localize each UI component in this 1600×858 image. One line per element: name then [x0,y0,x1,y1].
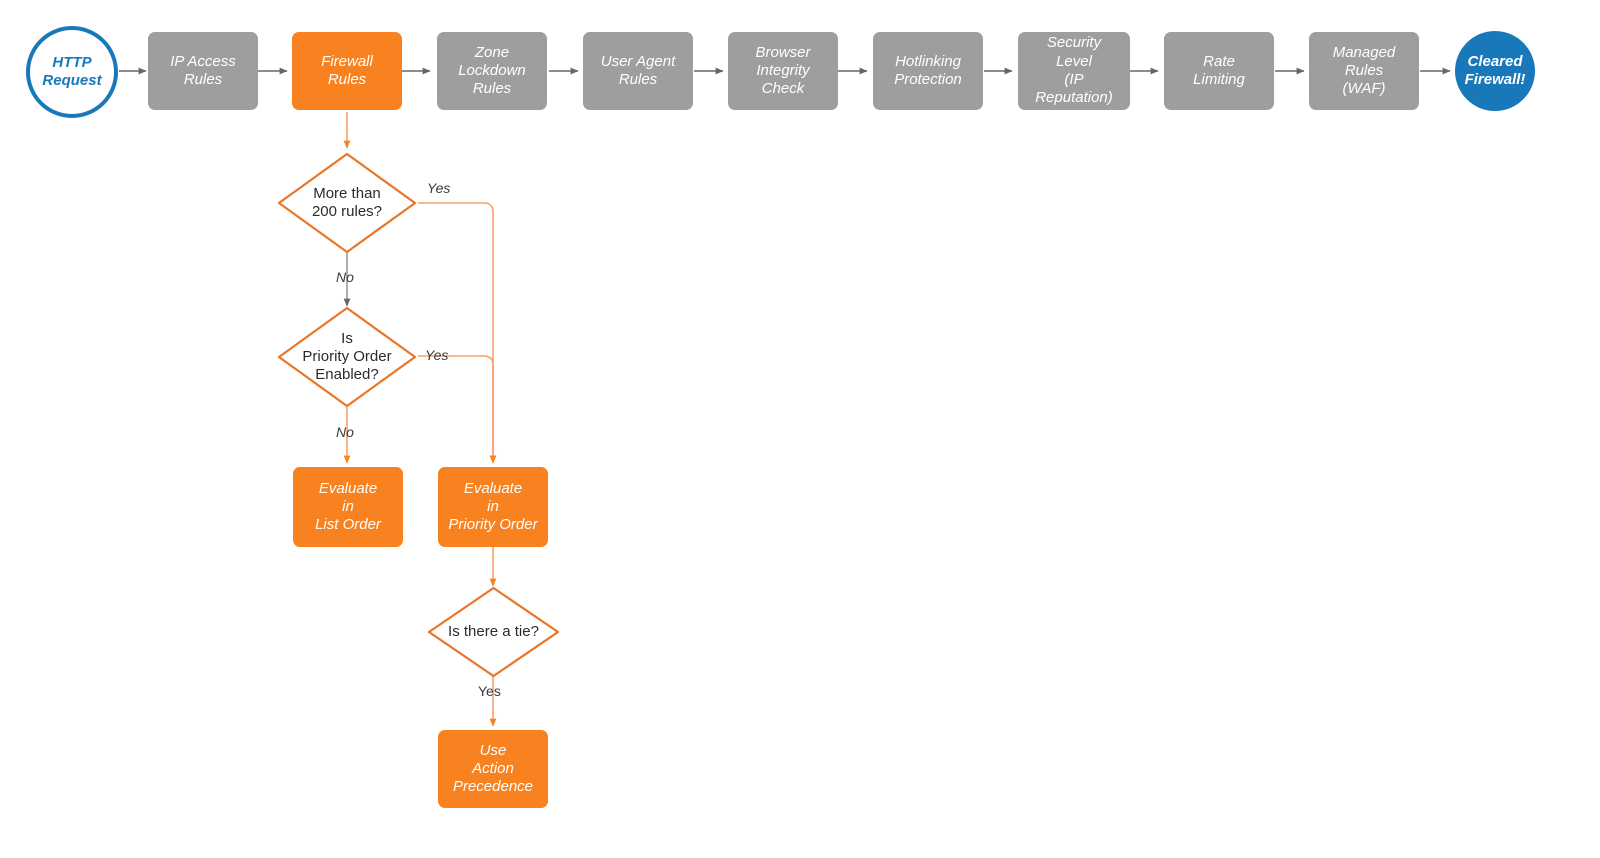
node-user-agent-rules[interactable]: User Agent Rules [583,32,693,110]
node-hotlinking-protection-label: Hotlinking Protection [894,52,962,88]
node-ip-access-rules[interactable]: IP Access Rules [148,32,258,110]
node-rate-limiting-label: Rate Limiting [1193,52,1245,88]
edge-label-more-than-200-yes: Yes [427,180,451,196]
node-hotlinking-protection[interactable]: Hotlinking Protection [873,32,983,110]
node-security-level[interactable]: Security Level (IP Reputation) [1018,32,1130,110]
diamond-outline-icon [427,586,560,678]
node-use-action-precedence-label: Use Action Precedence [452,741,534,796]
node-browser-integrity-check-label: Browser Integrity Check [755,43,811,98]
node-decision-more-than-200-rules[interactable]: More than 200 rules? [277,152,417,254]
node-evaluate-in-list-order-label: Evaluate in List Order [315,479,381,534]
node-ip-access-rules-label: IP Access Rules [170,52,236,88]
diamond-outline-icon [277,152,417,254]
node-evaluate-in-list-order[interactable]: Evaluate in List Order [293,467,403,547]
node-http-request-label: HTTP Request [42,53,102,89]
node-decision-is-there-a-tie-label: Is there a tie? [448,622,539,640]
edge-more-than-200-yes [418,202,497,464]
node-firewall-rules[interactable]: Firewall Rules [292,32,402,110]
node-rate-limiting[interactable]: Rate Limiting [1164,32,1274,110]
node-managed-rules-waf-label: Managed Rules (WAF) [1332,43,1396,98]
node-decision-priority-order-enabled[interactable]: Is Priority Order Enabled? [277,306,417,408]
node-decision-priority-order-enabled-label: Is Priority Order Enabled? [302,329,392,384]
node-cleared-firewall[interactable]: Cleared Firewall! [1455,31,1535,111]
edge-label-more-than-200-no: No [336,269,354,285]
edge-label-tie-yes: Yes [478,683,501,699]
node-evaluate-in-priority-order-label: Evaluate in Priority Order [448,479,538,534]
node-zone-lockdown-rules-label: Zone Lockdown Rules [458,43,526,98]
diamond-outline-icon [277,306,417,408]
node-cleared-firewall-label: Cleared Firewall! [1464,52,1526,88]
node-decision-more-than-200-rules-label: More than 200 rules? [311,184,383,220]
edge-priority-order-yes [418,355,497,464]
node-use-action-precedence[interactable]: Use Action Precedence [438,730,548,808]
edge-label-priority-order-no: No [336,424,354,440]
node-security-level-label: Security Level (IP Reputation) [1035,34,1113,107]
node-user-agent-rules-label: User Agent Rules [600,52,676,88]
node-firewall-rules-label: Firewall Rules [321,52,373,88]
node-browser-integrity-check[interactable]: Browser Integrity Check [728,32,838,110]
node-http-request[interactable]: HTTP Request [26,26,118,118]
node-decision-is-there-a-tie[interactable]: Is there a tie? [427,586,560,678]
edge-label-priority-order-yes: Yes [425,347,449,363]
node-zone-lockdown-rules[interactable]: Zone Lockdown Rules [437,32,547,110]
node-managed-rules-waf[interactable]: Managed Rules (WAF) [1309,32,1419,110]
node-evaluate-in-priority-order[interactable]: Evaluate in Priority Order [438,467,548,547]
